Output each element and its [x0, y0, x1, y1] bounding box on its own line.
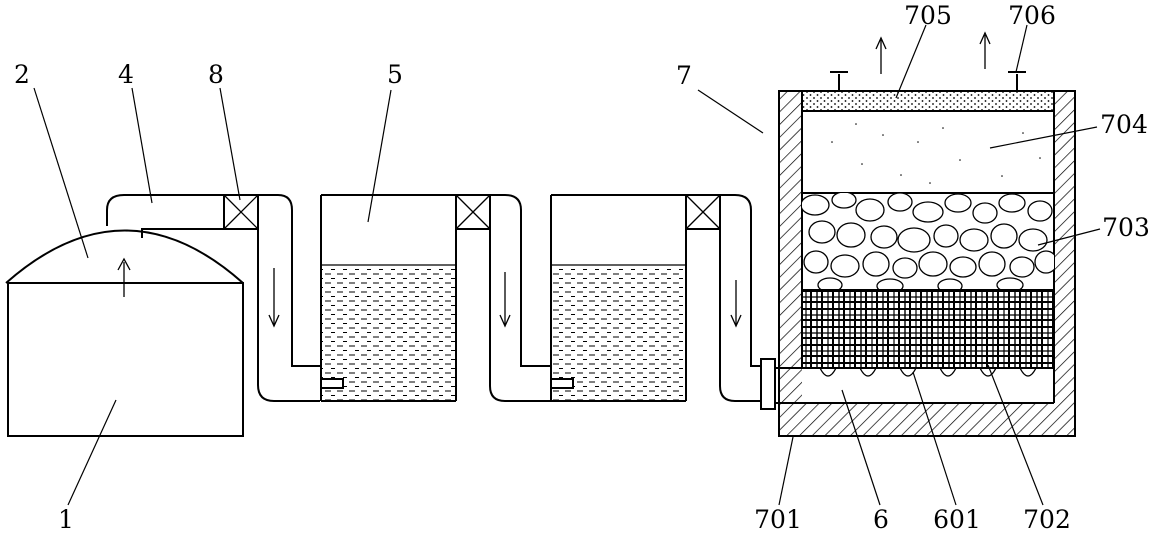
stone-layer: [802, 193, 1054, 290]
connecting-pipe-2: [685, 194, 776, 410]
label-4: 4: [118, 60, 134, 89]
digester-tank: [7, 282, 244, 437]
label-8: 8: [208, 60, 224, 89]
diffuser-1: [320, 378, 344, 389]
label-601: 601: [933, 505, 981, 534]
label-7: 7: [676, 61, 692, 90]
leader-lines: [33, 24, 1101, 506]
diffuser-2: [550, 378, 574, 389]
label-704: 704: [1100, 110, 1148, 139]
valve-8: [223, 194, 259, 230]
gas-outlet-pipe: [106, 194, 320, 402]
label-701: 701: [754, 505, 802, 534]
label-6: 6: [873, 505, 889, 534]
top-cover-layer: [801, 90, 1055, 112]
gas-outlet-nozzles: [830, 31, 1026, 91]
wash-tank-2: [550, 194, 687, 402]
label-705: 705: [904, 1, 952, 30]
label-702: 702: [1023, 505, 1071, 534]
distribution-pipe: [775, 367, 1055, 404]
label-1: 1: [58, 505, 74, 534]
mesh-packing-layer: [802, 290, 1054, 369]
gas-up-arrow-head: [117, 257, 131, 271]
label-5: 5: [387, 60, 403, 89]
label-703: 703: [1102, 213, 1150, 242]
wash-tank-1: [320, 194, 457, 402]
label-2: 2: [14, 60, 30, 89]
pipe-flange: [760, 358, 776, 410]
connecting-pipe-1: [455, 194, 551, 402]
gas-dome: [5, 229, 244, 297]
label-706: 706: [1008, 1, 1056, 30]
